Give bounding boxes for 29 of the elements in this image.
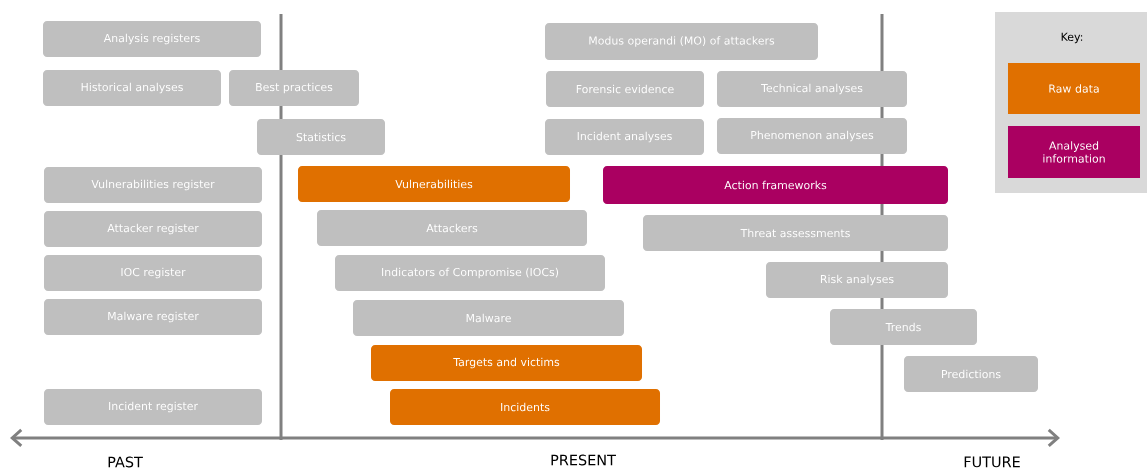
category-box: Forensic evidence: [546, 71, 704, 107]
category-box: Vulnerabilities: [298, 166, 570, 202]
category-box: Analysis registers: [43, 21, 261, 57]
category-box: Targets and victims: [371, 345, 642, 381]
category-box: Indicators of Compromise (IOCs): [335, 255, 605, 291]
category-box: Statistics: [257, 119, 385, 155]
category-box: Predictions: [904, 356, 1038, 392]
category-box: Incident analyses: [545, 119, 704, 155]
category-box: Trends: [830, 309, 977, 345]
category-box: Malware register: [44, 299, 262, 335]
axis-label: FUTURE: [964, 456, 1020, 468]
category-box: Attackers: [317, 210, 587, 246]
axis-label: PRESENT: [551, 454, 616, 466]
category-box: Malware: [353, 300, 624, 336]
category-box: Threat assessments: [643, 215, 948, 251]
category-box: Best practices: [229, 70, 359, 106]
category-box: Attacker register: [44, 211, 262, 247]
category-box: Historical analyses: [43, 70, 221, 106]
category-box: Vulnerabilities register: [44, 167, 262, 203]
category-box: Phenomenon analyses: [717, 118, 907, 154]
category-box: Action frameworks: [603, 166, 948, 204]
category-box: Modus operandi (MO) of attackers: [545, 23, 818, 60]
category-box: Incident register: [44, 389, 262, 425]
category-box: Risk analyses: [766, 262, 948, 298]
axis-label: PAST: [108, 456, 143, 468]
legend-title: Key:: [1061, 32, 1083, 44]
category-box: IOC register: [44, 255, 262, 291]
category-box: Technical analyses: [717, 71, 907, 107]
category-box: Incidents: [390, 389, 660, 425]
